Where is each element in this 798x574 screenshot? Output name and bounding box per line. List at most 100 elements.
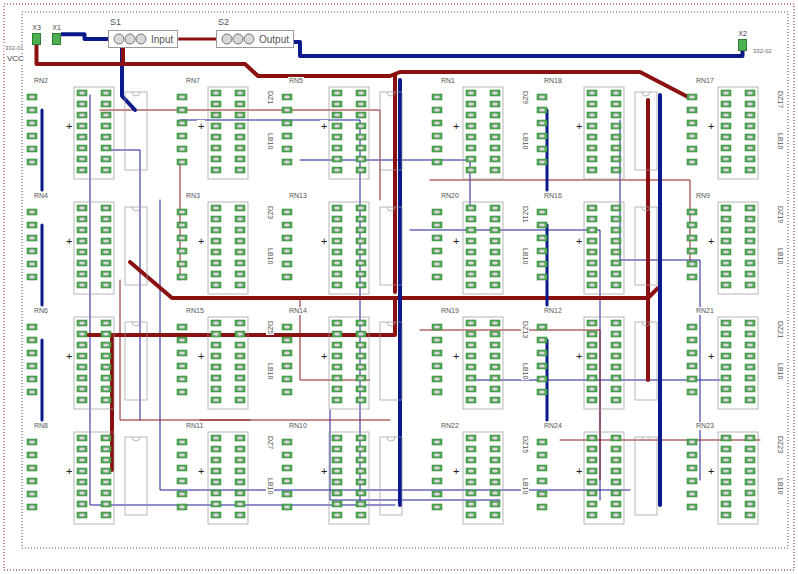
pad-drill <box>334 146 340 150</box>
pad-drill <box>747 146 753 150</box>
pad-drill <box>334 321 340 325</box>
pad-drill <box>539 262 545 266</box>
pad-drill <box>613 513 619 517</box>
polarity-mark: + <box>197 120 205 132</box>
switch-pin <box>244 34 254 44</box>
pad-drill <box>539 505 545 509</box>
polarity-mark: + <box>65 235 73 247</box>
resistor-network-name: RN12 <box>543 307 563 315</box>
smd-pad <box>432 159 442 165</box>
smd-pad <box>101 238 111 244</box>
pad-drill <box>723 458 729 462</box>
pad-drill <box>237 157 243 161</box>
smd-pad <box>332 145 342 151</box>
component-outline <box>380 322 402 400</box>
smd-pad <box>587 342 597 348</box>
pad-drill <box>434 262 440 266</box>
pad-drill <box>689 262 695 266</box>
smd-pad <box>101 501 111 507</box>
smd-pad <box>235 90 245 96</box>
pad-drill <box>747 513 753 517</box>
smd-pad <box>282 337 292 343</box>
pad-drill <box>723 157 729 161</box>
smd-pad <box>77 123 87 129</box>
smd-pad <box>537 376 547 382</box>
smd-pad <box>332 320 342 326</box>
pad-drill <box>723 102 729 106</box>
switch-pin <box>114 34 124 44</box>
pad-drill <box>334 91 340 95</box>
smd-pad <box>490 457 500 463</box>
pad-drill <box>747 113 753 117</box>
smd-pad <box>356 205 366 211</box>
pad-drill <box>79 124 85 128</box>
smd-pad <box>587 490 597 496</box>
smd-pad <box>27 452 37 458</box>
smd-pad <box>687 478 697 484</box>
smd-pad <box>282 107 292 113</box>
smd-pad <box>432 94 442 100</box>
pad-drill <box>179 134 185 138</box>
smd-pad <box>432 504 442 510</box>
pad-drill <box>723 436 729 440</box>
smd-pad <box>177 94 187 100</box>
pad-drill <box>358 491 364 495</box>
pad-drill <box>539 351 545 355</box>
smd-pad <box>587 227 597 233</box>
resistor-network-name: RN22 <box>440 422 460 430</box>
pad-drill <box>103 469 109 473</box>
part-value: LB10 <box>776 247 784 265</box>
smd-pad <box>211 205 221 211</box>
pad-drill <box>358 343 364 347</box>
pad-drill <box>29 479 35 483</box>
pad-drill <box>589 146 595 150</box>
pad-drill <box>723 387 729 391</box>
polarity-mark: + <box>707 465 715 477</box>
pad-drill <box>723 447 729 451</box>
smd-pad <box>432 324 442 330</box>
smd-pad <box>466 468 476 474</box>
pad-drill <box>237 283 243 287</box>
pad-drill <box>613 168 619 172</box>
smd-pad <box>745 123 755 129</box>
pad-drill <box>689 236 695 240</box>
pad-drill <box>468 261 474 265</box>
pad-drill <box>539 147 545 151</box>
pad-drill <box>468 321 474 325</box>
smd-pad <box>721 156 731 162</box>
pad-drill <box>747 387 753 391</box>
pad-drill <box>589 491 595 495</box>
pad-drill <box>613 343 619 347</box>
pad-drill <box>492 168 498 172</box>
pad-drill <box>747 458 753 462</box>
pad-drill <box>492 91 498 95</box>
smd-pad <box>432 465 442 471</box>
pad-drill <box>468 135 474 139</box>
component-outline <box>635 322 657 400</box>
pad-drill <box>284 338 290 342</box>
pad-drill <box>492 447 498 451</box>
smd-pad <box>587 397 597 403</box>
pad-drill <box>213 354 219 358</box>
pad-drill <box>468 239 474 243</box>
smd-pad <box>611 216 621 222</box>
smd-pad <box>211 249 221 255</box>
smd-pad <box>332 375 342 381</box>
pad-drill <box>237 436 243 440</box>
smd-pad <box>432 209 442 215</box>
pad-drill <box>468 343 474 347</box>
pad-drill <box>103 206 109 210</box>
smd-pad <box>101 479 111 485</box>
pad-drill <box>747 343 753 347</box>
smd-pad <box>466 364 476 370</box>
smd-pad <box>490 145 500 151</box>
smd-pad <box>282 452 292 458</box>
diode-name: DZ15 <box>521 435 529 454</box>
diode-name: DZ3 <box>266 205 274 220</box>
connector-pad: X3 <box>32 24 41 45</box>
pad-drill <box>492 157 498 161</box>
pad-drill <box>468 113 474 117</box>
smd-pad <box>235 386 245 392</box>
smd-pad <box>587 501 597 507</box>
pad-drill <box>213 91 219 95</box>
